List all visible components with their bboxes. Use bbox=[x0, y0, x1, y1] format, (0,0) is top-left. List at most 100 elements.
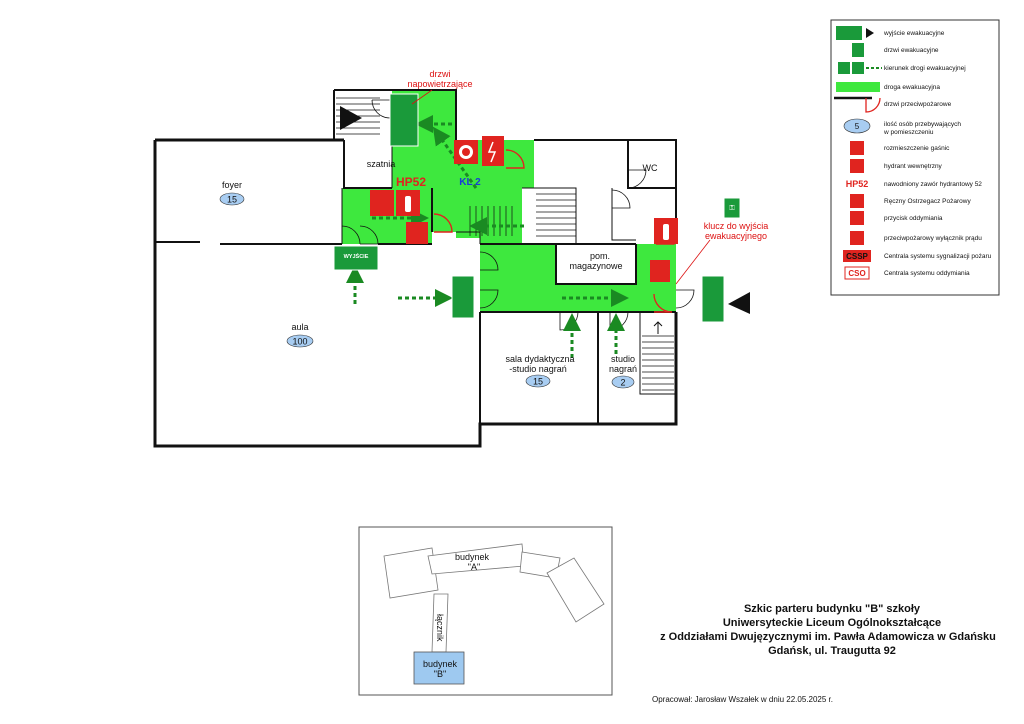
legend-text: droga ewakuacyjna bbox=[884, 84, 940, 91]
building-b bbox=[413, 651, 465, 685]
exit-sign-aula bbox=[333, 245, 379, 271]
legend-text: drzwi ewakuacyjne bbox=[884, 47, 939, 54]
count-bubble-studio bbox=[611, 375, 635, 389]
title-line-2: Uniwersyteckie Liceum Ogólnokształcące bbox=[723, 617, 941, 629]
legend-item: CSSP Centrala systemu sygnalizacji pożaru bbox=[843, 250, 992, 262]
manual-call-point-icon bbox=[406, 222, 428, 244]
door-studio bbox=[609, 311, 629, 331]
fire-door-kl2 bbox=[505, 149, 525, 169]
manual-call-point-icon bbox=[850, 194, 864, 208]
door-pointer bbox=[411, 89, 433, 105]
exit-sign-arrow-icon bbox=[836, 26, 874, 40]
room-sala-2: -studio nagrań bbox=[509, 364, 567, 374]
legend-item: HP52 nawodniony zawór hydrantowy 52 bbox=[846, 179, 983, 189]
count-bubble-aula bbox=[286, 334, 314, 348]
building-b-label-2: "B" bbox=[434, 669, 446, 679]
door-corridor bbox=[479, 251, 499, 271]
legend-item: wyjście ewakuacyjne bbox=[836, 26, 945, 40]
key-sign bbox=[723, 197, 741, 219]
hydrant-valve-icon: HP52 bbox=[846, 179, 869, 189]
svg-text:CSO: CSO bbox=[848, 269, 865, 278]
door-exit-right bbox=[675, 289, 695, 309]
cso-icon: CSO bbox=[844, 266, 870, 280]
door-label-1: drzwi bbox=[429, 69, 450, 79]
legend-text: hydrant wewnętrzny bbox=[884, 163, 943, 170]
legend-text: wyjście ewakuacyjne bbox=[883, 30, 945, 37]
title-line-4: Gdańsk, ul. Traugutta 92 bbox=[768, 645, 896, 657]
legend-text: Ręczny Ostrzegacz Pożarowy bbox=[884, 198, 971, 205]
legend-item: droga ewakuacyjna bbox=[836, 82, 940, 92]
fire-door-icon bbox=[834, 96, 881, 113]
legend-text: Centrala systemu sygnalizacji pożaru bbox=[884, 253, 992, 260]
count-foyer: 15 bbox=[227, 194, 237, 204]
exit-sign-right bbox=[701, 275, 725, 323]
legend-text: Centrala systemu oddymiania bbox=[884, 270, 970, 277]
svg-text:⚿: ⚿ bbox=[729, 205, 735, 212]
svg-text:HP52: HP52 bbox=[846, 179, 869, 189]
smoke-button-icon bbox=[850, 211, 864, 225]
legend-text: przycisk oddymiania bbox=[884, 215, 943, 222]
exit-signs: WYJŚCIE ⚿ bbox=[333, 93, 741, 323]
building-a-left bbox=[383, 547, 439, 599]
door-sala bbox=[559, 311, 579, 331]
building-b-label-1: budynek bbox=[423, 659, 458, 669]
legend-text: nawodniony zawór hydrantowy 52 bbox=[884, 181, 982, 188]
power-switch-icon bbox=[482, 136, 504, 166]
door-wc-2 bbox=[611, 189, 631, 209]
exit-sign-aula-text: WYJŚCIE bbox=[344, 253, 369, 260]
evacuation-direction-icon bbox=[838, 62, 882, 74]
connector-label: łącznik bbox=[435, 614, 445, 642]
room-sala-1: sala dydaktyczna bbox=[505, 354, 574, 364]
legend-item: przeciwpożarowy wyłącznik prądu bbox=[850, 231, 982, 245]
door-wc bbox=[627, 169, 647, 189]
evacuation-door-icon bbox=[852, 43, 864, 57]
room-foyer: foyer bbox=[222, 180, 242, 190]
legend-item: Ręczny Ostrzegacz Pożarowy bbox=[850, 194, 971, 208]
door-szatnia bbox=[371, 99, 391, 119]
legend-text: drzwi przeciwpożarowe bbox=[884, 101, 952, 108]
title-block: Szkic parteru budynku "B" szkoły Uniwers… bbox=[660, 603, 996, 657]
building-a-label-1: budynek bbox=[455, 552, 490, 562]
stairwell-label: KL 2 bbox=[459, 177, 481, 188]
hydrant-code-label: HP52 bbox=[396, 175, 426, 189]
site-map: budynek "A" budynek "B" łącznik bbox=[358, 526, 613, 696]
title-line-1: Szkic parteru budynku "B" szkoły bbox=[744, 603, 921, 615]
fire-door-stairwell bbox=[433, 213, 453, 233]
power-switch-icon bbox=[850, 231, 864, 245]
legend-item: drzwi przeciwpożarowe bbox=[834, 96, 952, 113]
room-wc: WC bbox=[643, 163, 658, 173]
legend-text: przeciwpożarowy wyłącznik prądu bbox=[884, 235, 982, 242]
exit-arrow-right-icon bbox=[728, 292, 750, 314]
room-aula: aula bbox=[291, 322, 308, 332]
legend-text: ilość osób przebywających bbox=[884, 121, 961, 128]
fire-equipment bbox=[370, 136, 678, 282]
manual-call-point-icon-2 bbox=[650, 260, 670, 282]
legend-item: drzwi ewakuacyjne bbox=[852, 43, 939, 57]
room-magazyn-2: magazynowe bbox=[569, 261, 622, 271]
cssp-icon: CSSP bbox=[843, 250, 871, 262]
evacuation-route-swatch-icon bbox=[836, 82, 880, 92]
legend: wyjście ewakuacyjne drzwi ewakuacyjne kier… bbox=[830, 19, 1000, 296]
evacuation-route-corridor bbox=[480, 244, 676, 312]
door-foyer-2 bbox=[359, 225, 379, 245]
count-sala: 15 bbox=[533, 376, 543, 386]
legend-text: rozmieszczenie gaśnic bbox=[884, 145, 950, 152]
evacuation-arrows bbox=[346, 115, 629, 358]
fire-door-corridor bbox=[653, 293, 673, 313]
count-bubble-foyer bbox=[219, 192, 245, 206]
room-magazyn-1: pom. bbox=[590, 251, 610, 261]
legend-item: rozmieszczenie gaśnic bbox=[850, 141, 950, 155]
key-label-2: ewakuacyjnego bbox=[705, 231, 767, 241]
legend-text: kierunek drogi ewakuacyjnej bbox=[884, 65, 966, 72]
door-label-2: napowietrzające bbox=[407, 79, 472, 89]
hydrant-icon bbox=[850, 159, 864, 173]
count-bubble-sala bbox=[525, 374, 551, 388]
door-foyer bbox=[341, 225, 361, 245]
author-note: Opracował: Jarosław Wszałek w dniu 22.05… bbox=[652, 695, 833, 704]
legend-item: hydrant wewnętrzny bbox=[850, 159, 943, 173]
legend-item: przycisk oddymiania bbox=[850, 211, 943, 225]
svg-text:CSSP: CSSP bbox=[846, 252, 868, 261]
room-studio-2: nagrań bbox=[609, 364, 637, 374]
hydrant-icon bbox=[370, 190, 394, 216]
